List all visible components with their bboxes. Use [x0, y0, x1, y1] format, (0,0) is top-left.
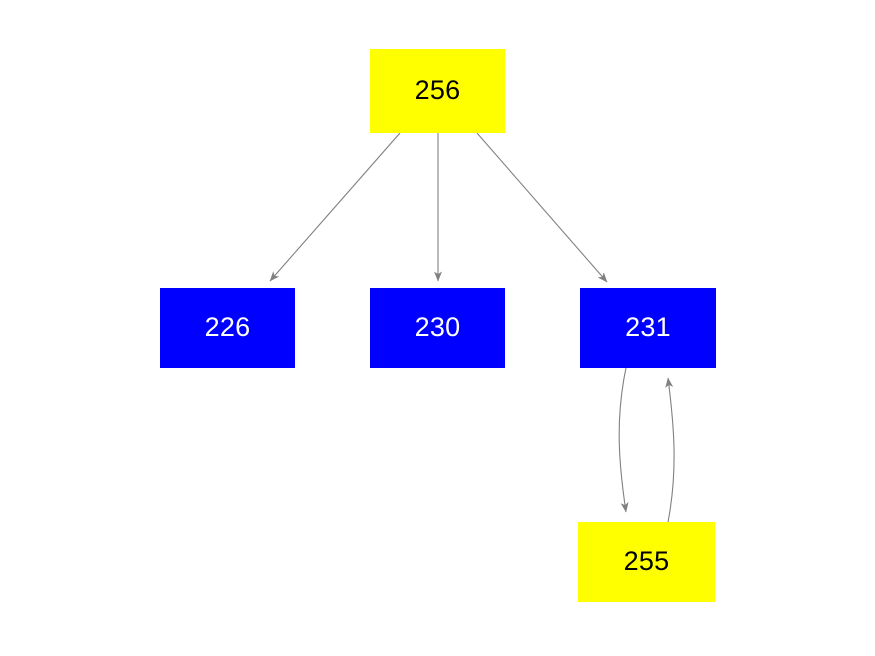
- node-230[interactable]: 230: [370, 288, 505, 368]
- node-256-label: 256: [414, 74, 461, 105]
- edge-231-255: [618, 367, 629, 513]
- node-255-label: 255: [623, 545, 670, 576]
- edge-255-231: [665, 377, 675, 523]
- node-226[interactable]: 226: [160, 288, 295, 368]
- node-256[interactable]: 256: [370, 49, 505, 133]
- node-231[interactable]: 231: [580, 288, 716, 368]
- edge-256-231: [476, 132, 608, 283]
- node-230-label: 230: [414, 311, 461, 342]
- node-255[interactable]: 255: [578, 522, 715, 602]
- node-226-label: 226: [204, 311, 251, 342]
- node-231-label: 231: [625, 311, 671, 342]
- edge-256-226: [269, 132, 401, 282]
